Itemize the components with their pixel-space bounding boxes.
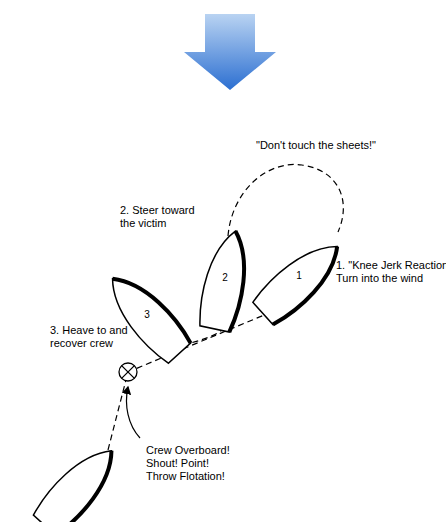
boat [98,266,193,366]
callout-number: 3 [140,309,154,321]
callout-number: 1 [292,270,306,282]
victim-symbol [119,363,137,381]
course-loop [228,164,343,236]
callout-number: 2 [218,272,232,284]
leader-arrow [127,387,141,438]
boat [196,227,254,333]
direction-arrow [184,14,276,90]
boat [250,232,350,327]
boat [30,438,125,522]
callout-text: Crew Overboard! Shout! Point! Throw Flot… [146,444,230,483]
step-text: 1. "Knee Jerk Reaction" Turn into the wi… [336,259,446,285]
step-text: 3. Heave to and recover crew [50,324,135,350]
step-text: 2. Steer toward the victim [120,204,205,230]
note-text: "Don't touch the sheets!" [256,139,396,152]
